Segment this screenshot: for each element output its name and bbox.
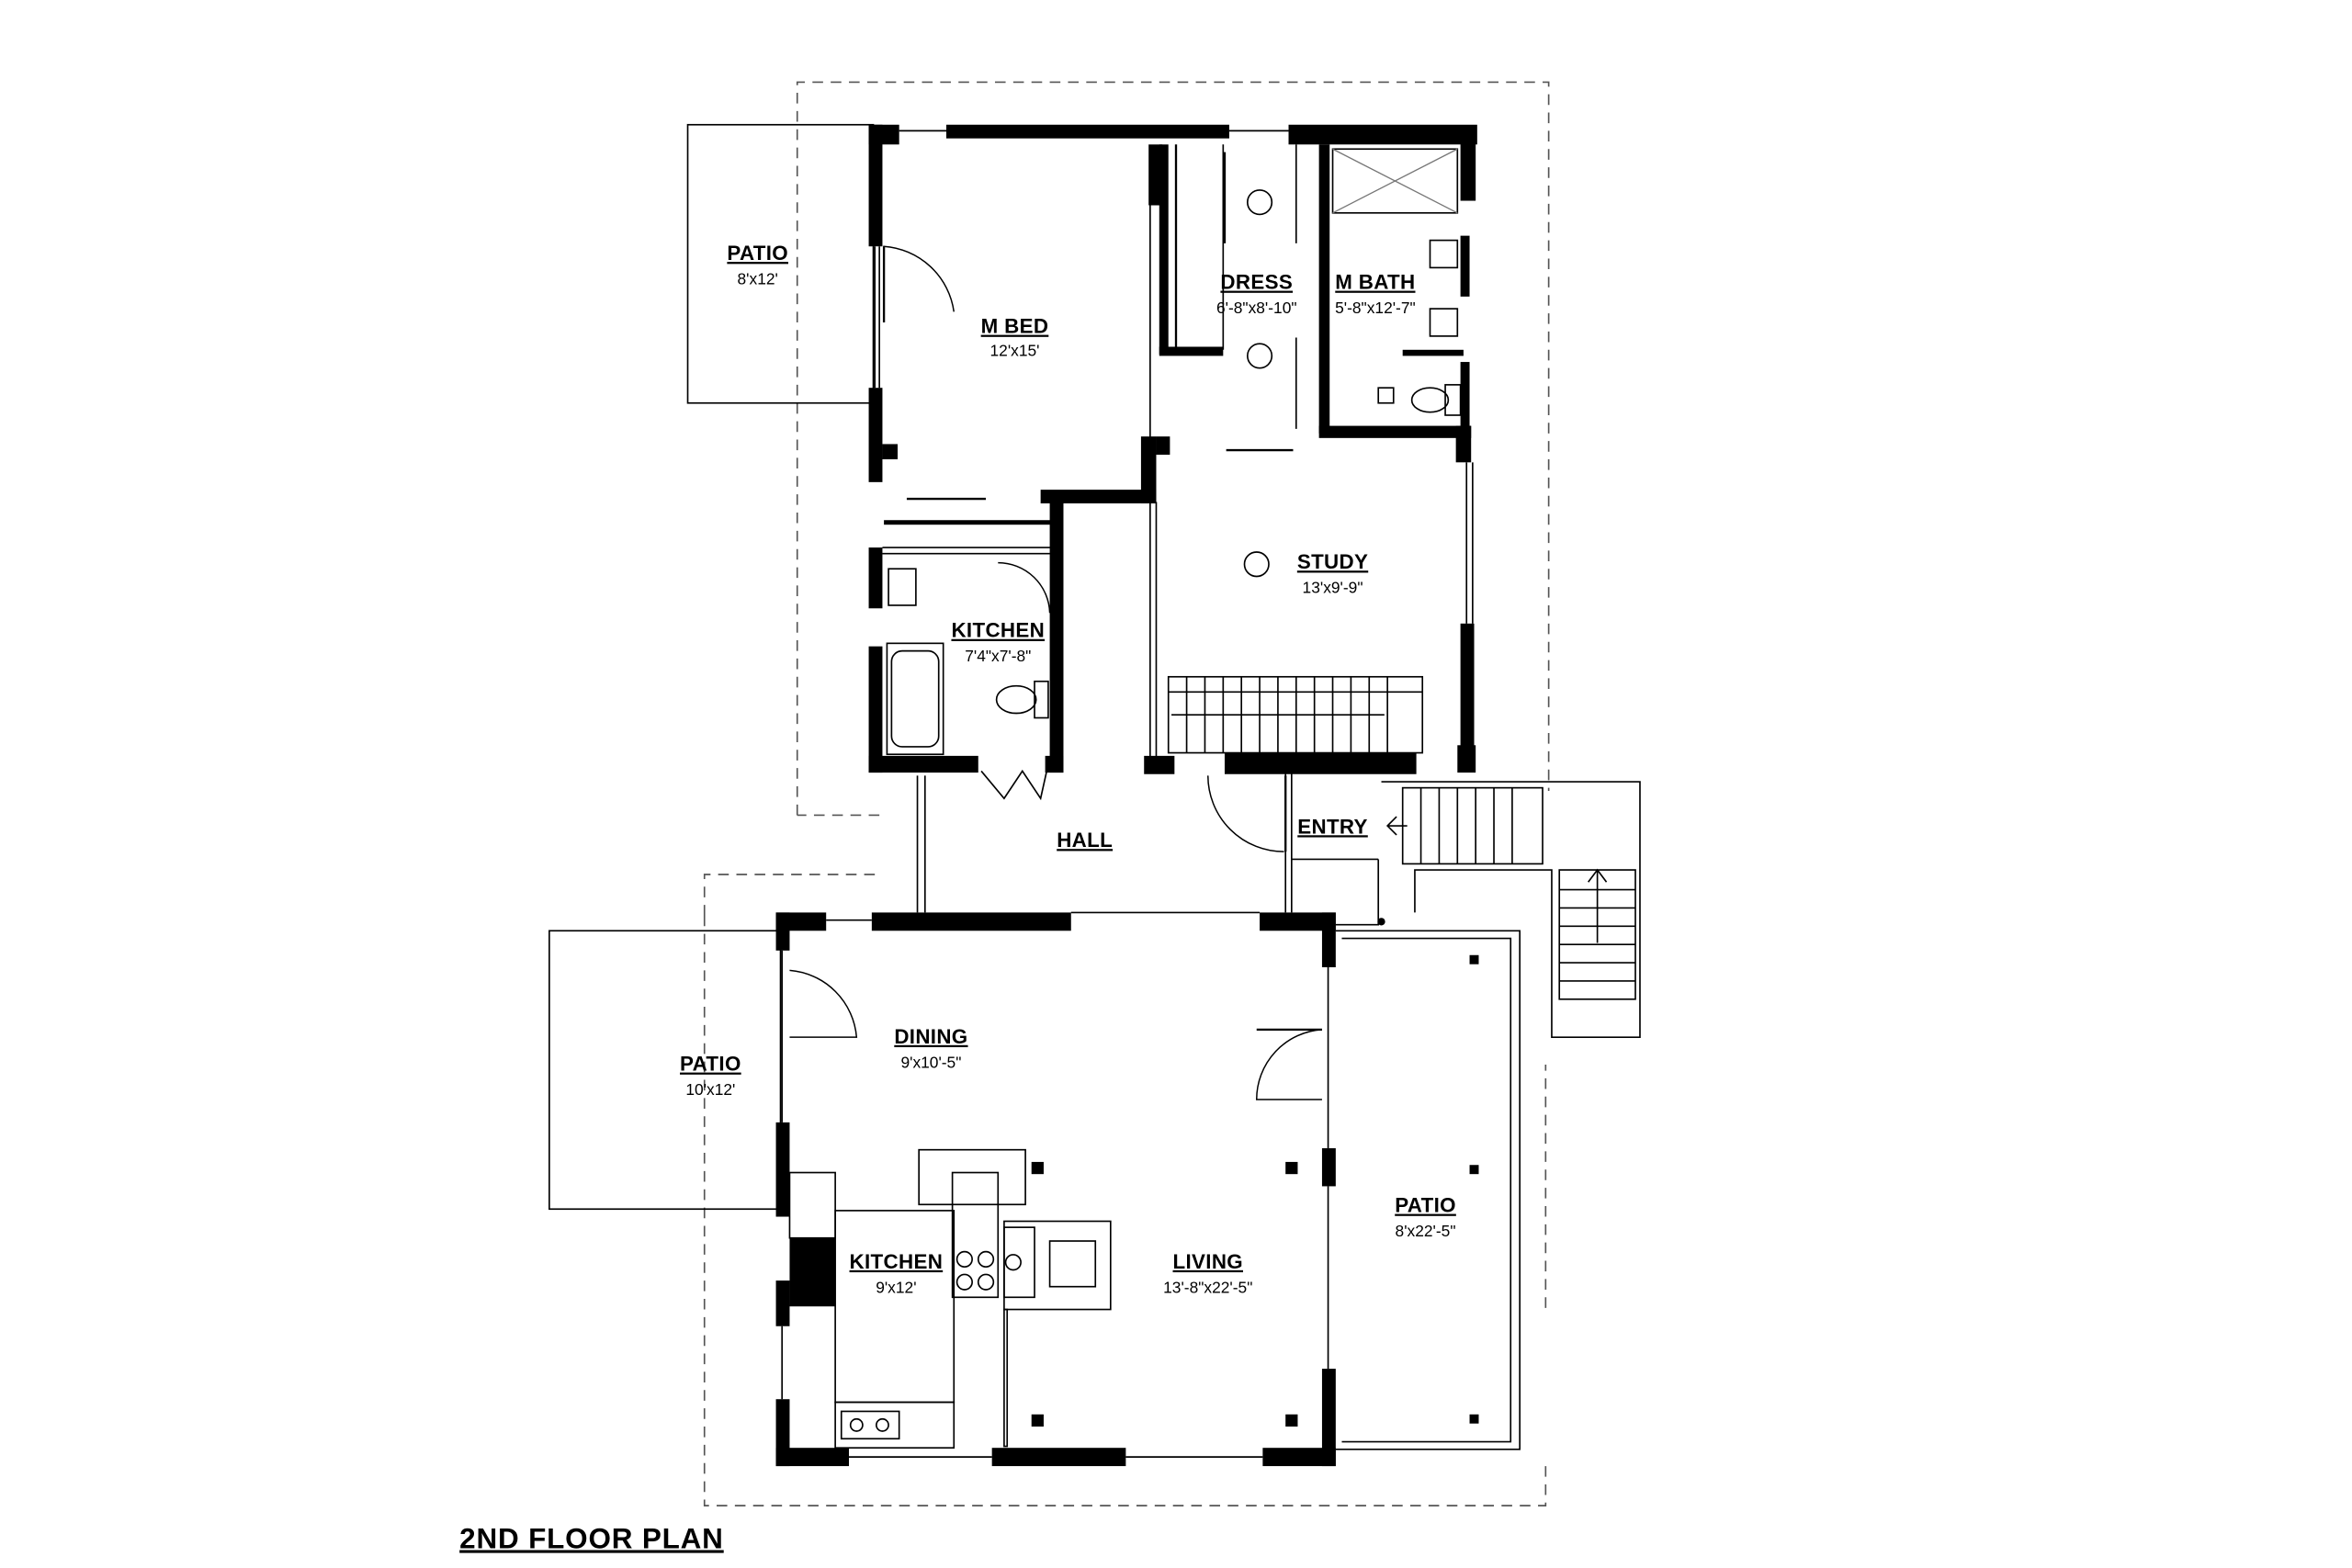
sink-icon bbox=[1429, 239, 1459, 269]
room-label-study: STUDY 13'x9'-9" bbox=[1297, 550, 1368, 596]
svg-text:7'4"x7'-8": 7'4"x7'-8" bbox=[965, 647, 1031, 665]
room-label-entry: ENTRY bbox=[1297, 815, 1368, 838]
range-hood-icon bbox=[1003, 1226, 1035, 1299]
upper-partitions bbox=[874, 130, 1474, 761]
room-label-patio-upper: PATIO 8'x12' bbox=[727, 242, 788, 288]
svg-text:M BED: M BED bbox=[981, 315, 1049, 338]
plan-title: 2ND FLOOR PLAN bbox=[459, 1522, 724, 1554]
closet-bifold-door bbox=[980, 769, 1048, 801]
toilet-icon bbox=[1410, 387, 1450, 413]
mbed-door-swing bbox=[883, 245, 956, 323]
lower-roof-outline bbox=[703, 874, 1547, 1506]
svg-text:8'x22'-5": 8'x22'-5" bbox=[1396, 1222, 1456, 1240]
svg-text:LIVING: LIVING bbox=[1173, 1250, 1243, 1273]
left-patio-slab bbox=[548, 930, 782, 1211]
room-label-kitchen: KITCHEN 9'x12' bbox=[850, 1250, 944, 1296]
dress-light-icon bbox=[1246, 189, 1273, 216]
svg-text:6'-8"x8'-10": 6'-8"x8'-10" bbox=[1216, 299, 1297, 317]
svg-text:PATIO: PATIO bbox=[1395, 1194, 1456, 1217]
svg-text:10'x12': 10'x12' bbox=[685, 1080, 735, 1099]
svg-text:ENTRY: ENTRY bbox=[1297, 815, 1368, 838]
room-label-hall: HALL bbox=[1057, 829, 1113, 852]
room-label-living: LIVING 13'-8"x22'-5" bbox=[1163, 1250, 1252, 1296]
upper-patio-slab bbox=[686, 123, 875, 404]
svg-text:DINING: DINING bbox=[894, 1025, 967, 1048]
cooktop-icon bbox=[956, 1250, 995, 1291]
exterior-stair bbox=[1335, 781, 1641, 1038]
upper-walls bbox=[868, 124, 1477, 774]
dining-door-swing bbox=[789, 969, 858, 1038]
shower-icon bbox=[1331, 148, 1459, 214]
svg-text:M BATH: M BATH bbox=[1335, 271, 1415, 294]
room-label-patio-left: PATIO 10'x12' bbox=[680, 1053, 741, 1099]
small-bath-door-swing bbox=[998, 561, 1051, 614]
stair-treads bbox=[1167, 675, 1424, 754]
room-label-dress: DRESS 6'-8"x8'-10" bbox=[1216, 271, 1297, 317]
sink-icon-2 bbox=[1429, 308, 1459, 337]
living-door-swing bbox=[1256, 1029, 1322, 1100]
kitchen-counters bbox=[788, 1148, 1112, 1450]
small-bath-sink-icon bbox=[888, 568, 917, 606]
svg-text:9'x10'-5": 9'x10'-5" bbox=[900, 1053, 961, 1071]
room-label-patio-right: PATIO 8'x22'-5" bbox=[1395, 1194, 1456, 1240]
study-light-icon bbox=[1243, 551, 1270, 578]
lower-partitions bbox=[781, 911, 1329, 1458]
svg-text:5'-8"x12'-7": 5'-8"x12'-7" bbox=[1335, 299, 1416, 317]
entry-arrow-icon bbox=[1385, 816, 1408, 836]
patio-posts bbox=[1377, 918, 1479, 1424]
right-patio-edge bbox=[1341, 937, 1512, 1443]
lower-walls bbox=[775, 912, 1336, 1467]
svg-text:13'x9'-9": 13'x9'-9" bbox=[1303, 579, 1363, 597]
svg-text:KITCHEN: KITCHEN bbox=[850, 1250, 944, 1273]
dress-light-icon-2 bbox=[1246, 343, 1273, 369]
svg-text:9'x12': 9'x12' bbox=[876, 1278, 916, 1296]
svg-text:8'x12': 8'x12' bbox=[738, 270, 778, 288]
svg-text:12'x15': 12'x15' bbox=[990, 341, 1040, 359]
room-label-m-bath: M BATH 5'-8"x12'-7" bbox=[1335, 271, 1416, 317]
bathtub-icon bbox=[886, 642, 944, 756]
svg-text:HALL: HALL bbox=[1057, 829, 1113, 852]
svg-text:DRESS: DRESS bbox=[1220, 271, 1293, 294]
upper-roof-outline bbox=[796, 81, 1550, 817]
kitchen-sink-icon bbox=[840, 1410, 900, 1440]
room-label-dining: DINING 9'x10'-5" bbox=[894, 1025, 967, 1071]
svg-text:PATIO: PATIO bbox=[680, 1053, 741, 1076]
room-label-m-bed: M BED 12'x15' bbox=[981, 315, 1049, 360]
right-patio-slab bbox=[1335, 930, 1521, 1450]
floor-drain-icon bbox=[1377, 387, 1395, 404]
svg-text:13'-8"x22'-5": 13'-8"x22'-5" bbox=[1163, 1278, 1252, 1296]
entry-door-swing bbox=[1207, 775, 1284, 852]
small-bath-toilet-icon bbox=[995, 684, 1037, 715]
hall-walls bbox=[916, 773, 1379, 913]
svg-text:STUDY: STUDY bbox=[1297, 550, 1368, 573]
room-label-small-bath: KITCHEN 7'4"x7'-8" bbox=[951, 619, 1045, 665]
svg-text:KITCHEN: KITCHEN bbox=[951, 619, 1045, 642]
svg-text:PATIO: PATIO bbox=[727, 242, 788, 265]
